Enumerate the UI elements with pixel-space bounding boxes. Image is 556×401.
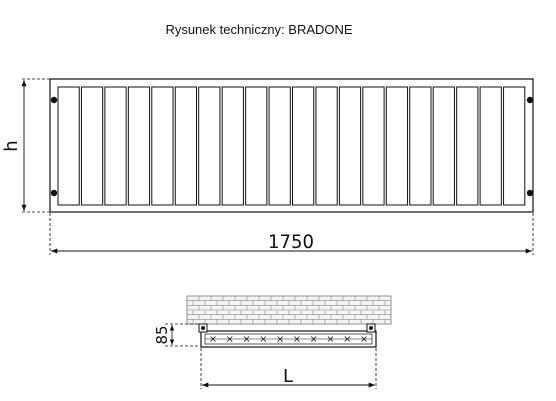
mounting-bracket xyxy=(50,96,58,104)
length-label: L xyxy=(283,366,293,387)
wall-bricks xyxy=(187,296,391,325)
fin-mark xyxy=(210,336,216,342)
radiator-panel xyxy=(57,86,80,206)
radiator-panel xyxy=(174,86,197,206)
radiator-panel xyxy=(151,86,174,206)
drawing-title: Rysunek techniczny: BRADONE xyxy=(165,22,353,37)
fin-mark xyxy=(327,336,334,342)
radiator-panel xyxy=(503,86,526,206)
width-dimension: 1750 xyxy=(49,213,534,255)
mounting-bracket xyxy=(526,96,534,104)
fin-mark xyxy=(310,336,317,342)
radiator-panel xyxy=(385,86,409,206)
width-label: 1750 xyxy=(268,231,314,253)
radiator-panel xyxy=(80,86,104,206)
fin-mark xyxy=(344,336,351,342)
fin-mark xyxy=(226,336,233,342)
radiator-panel xyxy=(409,86,432,206)
radiator-panel xyxy=(362,86,385,206)
fin-mark xyxy=(243,336,250,342)
length-dimension: L xyxy=(200,348,377,389)
radiator-panel xyxy=(479,86,502,206)
radiator-panel xyxy=(104,86,127,206)
radiator-panel xyxy=(432,86,455,206)
radiator-outer-frame xyxy=(49,78,534,213)
mounting-brackets xyxy=(50,96,534,197)
radiator-panel xyxy=(221,86,244,206)
mounting-bracket xyxy=(50,189,58,197)
radiator-side-view xyxy=(186,295,392,348)
fin-mark xyxy=(294,336,300,342)
radiator-panel xyxy=(315,86,338,206)
radiator-body xyxy=(200,330,377,348)
radiator-panel xyxy=(338,86,362,206)
fin-mark xyxy=(361,336,367,342)
radiator-panel xyxy=(198,86,221,206)
radiator-panel xyxy=(456,86,479,206)
radiator-panels xyxy=(57,86,526,206)
fin-marks xyxy=(210,336,367,342)
fin-mark xyxy=(277,336,283,342)
radiator-panel xyxy=(292,86,315,206)
depth-label: 85 xyxy=(153,325,171,344)
radiator-front-view xyxy=(49,78,534,213)
height-label: h xyxy=(1,140,22,151)
radiator-panel xyxy=(245,86,268,206)
depth-dimension: 85 xyxy=(153,323,200,347)
fin-mark xyxy=(260,336,267,342)
radiator-panel xyxy=(127,86,151,206)
height-dimension: h xyxy=(1,78,50,213)
mounting-bracket xyxy=(526,189,534,197)
radiator-panel xyxy=(268,86,291,206)
